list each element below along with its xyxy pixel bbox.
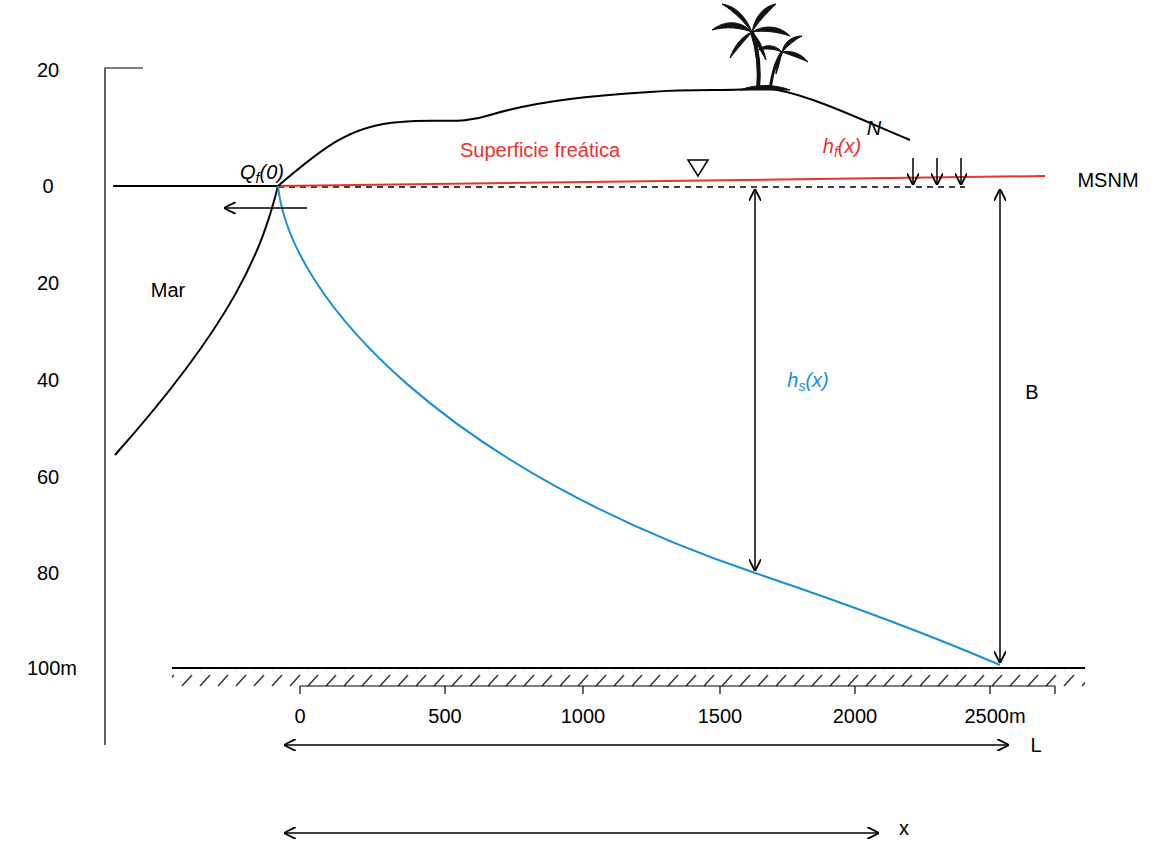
axis-number: 80 <box>37 562 59 584</box>
l-dimension <box>285 744 1008 746</box>
x-dimension <box>285 832 878 834</box>
water-table-symbol-label: hf(x) <box>823 135 861 157</box>
hs-dimension <box>754 190 756 570</box>
scale-number: 500 <box>428 705 461 727</box>
axis-number: 40 <box>37 369 59 391</box>
scale-bar <box>300 686 1055 694</box>
axis-number: 20 <box>37 272 59 294</box>
scale-number: 1500 <box>698 705 743 727</box>
base-hatching <box>172 670 1085 688</box>
saltwater-interface <box>278 186 1000 665</box>
water-table-symbol <box>688 160 708 176</box>
palm-trees <box>712 4 808 90</box>
aquifer-base <box>172 667 1085 669</box>
b-dimension <box>999 190 1001 662</box>
sea-level <box>113 185 278 187</box>
recharge-arrows <box>913 158 961 184</box>
axis-number: 100m <box>27 657 77 679</box>
interface-depth-label: hs(x) <box>787 369 828 391</box>
water-table-label: Superficie freática <box>460 139 620 161</box>
axis-number: 60 <box>37 466 59 488</box>
dimension-label: L <box>1030 734 1041 756</box>
scale-number: 0 <box>294 705 305 727</box>
scale-number: 1000 <box>561 705 606 727</box>
recharge-label: N <box>867 117 881 139</box>
water-table <box>278 176 1045 186</box>
outflow-arrow <box>225 207 307 209</box>
scale-number: 2500m <box>964 705 1025 727</box>
depth-axis <box>105 68 143 745</box>
msnm-line <box>278 186 965 188</box>
ground-surface <box>278 88 910 186</box>
dimension-label: x <box>899 817 909 839</box>
sea-level-label: MSNM <box>1077 169 1138 191</box>
scale-number: 2000 <box>833 705 878 727</box>
sea-label: Mar <box>151 279 185 301</box>
outflow-label: Qf(0) <box>240 161 284 183</box>
axis-number: 20 <box>37 59 59 81</box>
dimension-label: B <box>1025 381 1038 403</box>
sea-floor <box>115 186 278 455</box>
axis-number: 0 <box>42 175 53 197</box>
